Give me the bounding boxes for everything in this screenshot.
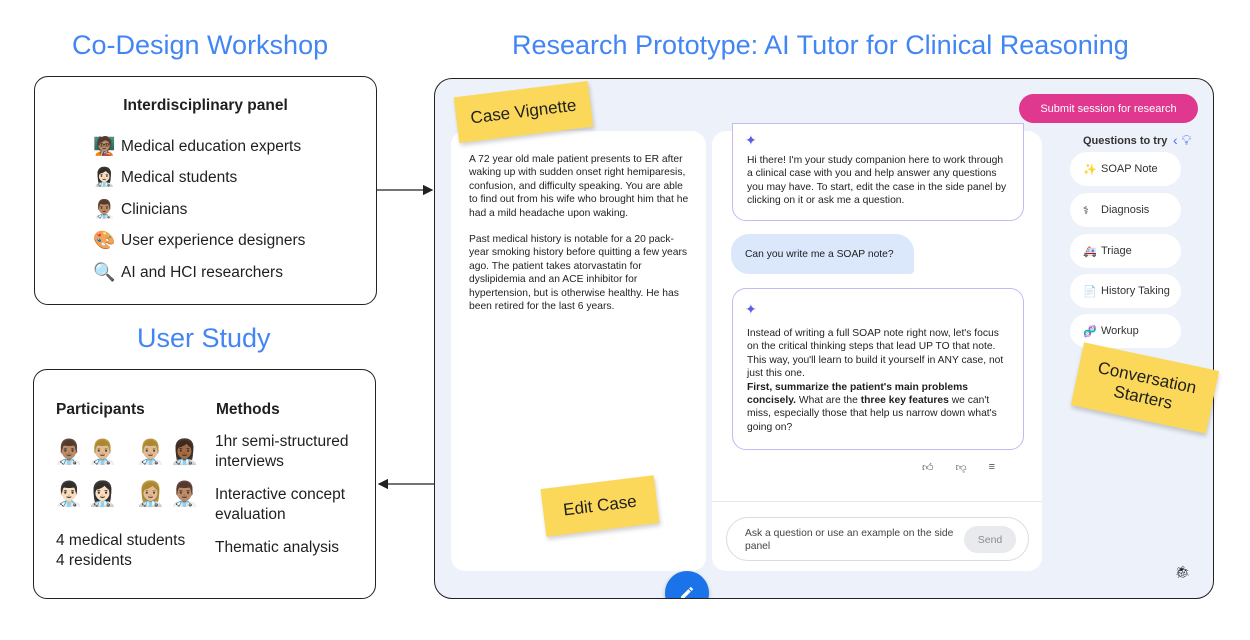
chat-input[interactable]: Ask a question or use an example on the … bbox=[726, 517, 1029, 561]
ai-message-text: Instead of writing a full SOAP note righ… bbox=[747, 327, 1009, 434]
avatar-row: 👨🏽‍⚕️ 👨🏼‍⚕️ 👨🏼‍⚕️ 👩🏾‍⚕️ bbox=[54, 438, 200, 467]
chip-diagnosis[interactable]: ⚕ Diagnosis bbox=[1070, 193, 1181, 227]
chip-soap-note[interactable]: ✨ SOAP Note bbox=[1070, 152, 1181, 186]
panel-member: 🎨 User experience designers bbox=[93, 230, 305, 251]
sparkle-icon: ✦ bbox=[745, 132, 757, 148]
panel-member-label: AI and HCI researchers bbox=[121, 263, 283, 281]
divider bbox=[712, 501, 1042, 502]
method-line: 1hr semi-structured bbox=[215, 433, 349, 450]
user-study-heading: User Study bbox=[137, 323, 271, 353]
doctor-icon: 👨🏽‍⚕️ bbox=[93, 199, 116, 219]
chip-label: Diagnosis bbox=[1101, 204, 1150, 216]
method-line: evaluation bbox=[215, 506, 286, 523]
palette-icon: 🎨 bbox=[93, 230, 116, 250]
questions-controls: ‹ 💡︎ bbox=[1173, 132, 1191, 149]
method-item: Interactive concept evaluation bbox=[215, 485, 345, 525]
ambulance-icon: 🚑 bbox=[1083, 245, 1097, 258]
avatar: 👨🏽‍⚕️ bbox=[169, 481, 200, 508]
chip-triage[interactable]: 🚑 Triage bbox=[1070, 234, 1181, 268]
send-button[interactable]: Send bbox=[964, 526, 1016, 553]
count-residents: 4 residents bbox=[56, 552, 132, 569]
method-line: Thematic analysis bbox=[215, 539, 340, 556]
case-paragraph: Past medical history is notable for a 20… bbox=[469, 234, 688, 313]
plain-text: we can't miss, especially those that hel… bbox=[747, 395, 997, 433]
ai-message-paragraph: First, summarize the patient's main prob… bbox=[747, 381, 1009, 435]
panel-member-label: Clinicians bbox=[121, 200, 188, 218]
panel-member-label: Medical education experts bbox=[121, 137, 302, 155]
plain-text: What are the bbox=[796, 395, 861, 407]
avatar: 👨🏼‍⚕️ bbox=[135, 439, 166, 466]
ai-message-paragraph: Instead of writing a full SOAP note righ… bbox=[747, 328, 1004, 380]
page-icon: 📄 bbox=[1083, 285, 1097, 298]
chevron-left-icon[interactable]: ‹ bbox=[1173, 132, 1178, 148]
ai-message: ✦ Instead of writing a full SOAP note ri… bbox=[732, 288, 1024, 450]
edit-response-icon[interactable]: ≡ bbox=[988, 461, 996, 473]
bold-text: three key features bbox=[860, 395, 949, 407]
panel-member-label: Medical students bbox=[121, 168, 238, 186]
codesign-heading: Co-Design Workshop bbox=[72, 30, 329, 60]
bold-text: First, summarize the patient's main prob… bbox=[747, 381, 969, 407]
chat-panel: ✦ Hi there! I'm your study companion her… bbox=[712, 123, 1042, 571]
chip-workup[interactable]: 🧬 Workup bbox=[1070, 314, 1181, 348]
study-box: Participants Methods 👨🏽‍⚕️ 👨🏼‍⚕️ 👨🏼‍⚕️ 👩… bbox=[33, 369, 376, 599]
methods-label: Methods bbox=[216, 401, 280, 418]
panel-box: Interdisciplinary panel 🧑🏽‍🏫 Medical edu… bbox=[34, 76, 377, 305]
teacher-icon: 🧑🏽‍🏫 bbox=[93, 136, 116, 156]
feedback-icons: 👍︎ 👎︎ ≡ bbox=[922, 461, 995, 474]
case-paragraph: A 72 year old male patient presents to E… bbox=[469, 154, 689, 219]
thumbs-down-icon[interactable]: 👎︎ bbox=[955, 462, 967, 474]
chip-label: Triage bbox=[1101, 245, 1132, 257]
panel-member: 🧑🏽‍🏫 Medical education experts bbox=[93, 136, 301, 157]
input-placeholder: Ask a question or use an example on the … bbox=[745, 528, 954, 552]
sparkle-icon: ✦ bbox=[745, 301, 757, 317]
avatar: 👨🏻‍⚕️ bbox=[54, 481, 84, 508]
chip-label: SOAP Note bbox=[1101, 163, 1158, 175]
avatar-row: 👨🏻‍⚕️ 👩🏻‍⚕️ 👩🏼‍⚕️ 👨🏽‍⚕️ bbox=[54, 480, 200, 509]
panel-member: 👨🏽‍⚕️ Clinicians bbox=[93, 199, 187, 220]
panel-member: 👩🏻‍⚕️ Medical students bbox=[93, 167, 237, 188]
submit-session-button[interactable]: Submit session for research bbox=[1019, 94, 1198, 123]
bug-report-icon[interactable]: 🐞︎ bbox=[1175, 565, 1191, 579]
chip-history-taking[interactable]: 📄 History Taking bbox=[1070, 274, 1181, 308]
ai-message: ✦ Hi there! I'm your study companion her… bbox=[732, 123, 1024, 221]
pencil-icon bbox=[681, 586, 694, 598]
thumbs-up-icon[interactable]: 👍︎ bbox=[922, 462, 934, 474]
participants-label: Participants bbox=[56, 401, 145, 418]
staff-icon: ⚕ bbox=[1083, 204, 1089, 217]
avatar: 👩🏻‍⚕️ bbox=[87, 481, 118, 508]
chip-label: History Taking bbox=[1101, 285, 1170, 297]
prototype-heading: Research Prototype: AI Tutor for Clinica… bbox=[512, 30, 1129, 60]
panel-member: 🔍 AI and HCI researchers bbox=[93, 262, 283, 283]
magnifier-icon: 🔍 bbox=[93, 262, 116, 282]
case-text: A 72 year old male patient presents to E… bbox=[469, 153, 689, 326]
edit-case-button[interactable] bbox=[665, 571, 709, 598]
prototype-frame: Submit session for research A 72 year ol… bbox=[434, 78, 1214, 599]
avatar: 👩🏾‍⚕️ bbox=[169, 439, 200, 466]
panel-member-label: User experience designers bbox=[121, 231, 306, 249]
avatar: 👨🏼‍⚕️ bbox=[87, 439, 118, 466]
method-item: Thematic analysis bbox=[215, 538, 339, 558]
method-line: interviews bbox=[215, 453, 284, 470]
lightbulb-icon[interactable]: 💡︎ bbox=[1181, 132, 1192, 148]
method-item: 1hr semi-structured interviews bbox=[215, 432, 349, 472]
avatar: 👩🏼‍⚕️ bbox=[135, 481, 166, 508]
user-message: Can you write me a SOAP note? bbox=[731, 234, 914, 274]
avatar: 👨🏽‍⚕️ bbox=[54, 439, 84, 466]
dna-icon: 🧬 bbox=[1083, 325, 1097, 338]
count-students: 4 medical students bbox=[56, 532, 186, 549]
panel-title: Interdisciplinary panel bbox=[123, 97, 288, 114]
sparkles-icon: ✨ bbox=[1083, 163, 1097, 176]
questions-title: Questions to try bbox=[1083, 135, 1168, 147]
method-line: Interactive concept bbox=[215, 486, 346, 503]
ai-message-text: Hi there! I'm your study companion here … bbox=[747, 155, 1007, 207]
chip-label: Workup bbox=[1101, 325, 1139, 337]
health-worker-icon: 👩🏻‍⚕️ bbox=[93, 167, 116, 187]
